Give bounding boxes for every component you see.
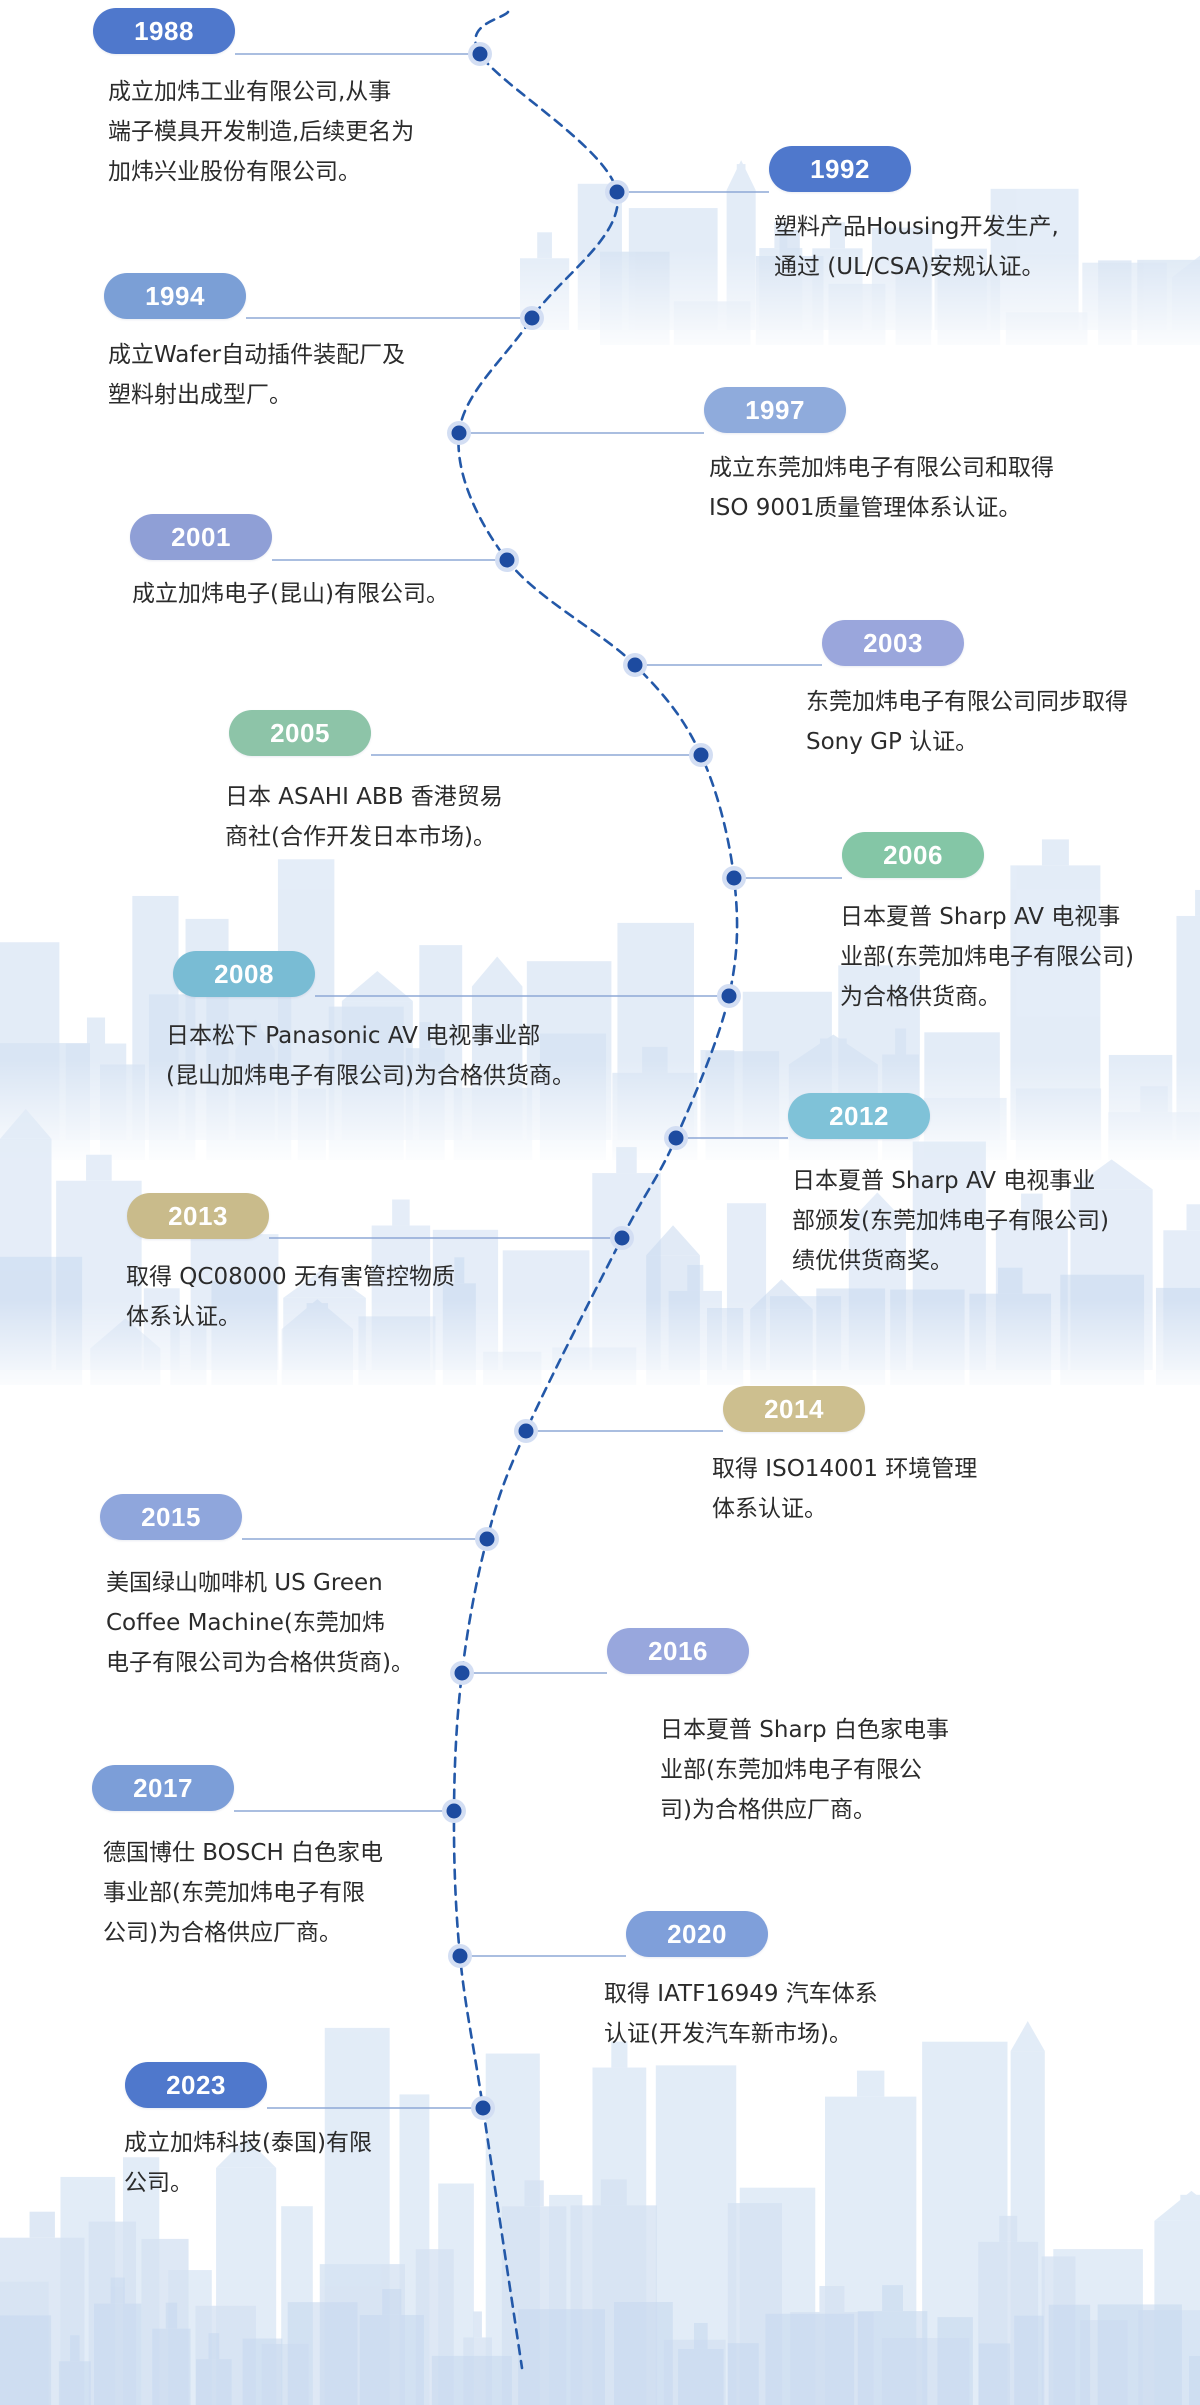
event-description: 成立Wafer自动插件装配厂及 塑料射出成型厂。 <box>108 342 406 408</box>
timeline-dot <box>448 1944 472 1968</box>
year-badge: 2017 <box>92 1765 234 1811</box>
year-badge: 2012 <box>788 1093 930 1139</box>
timeline-dot <box>495 548 519 572</box>
timeline-dashed-line <box>452 10 739 2370</box>
event-description: 成立加炜电子(昆山)有限公司。 <box>132 581 449 607</box>
event-description: 成立东莞加炜电子有限公司和取得 ISO 9001质量管理体系认证。 <box>709 455 1054 521</box>
year-badge: 2013 <box>127 1193 269 1239</box>
year-badge: 2001 <box>130 514 272 560</box>
year-badge: 1994 <box>104 273 246 319</box>
year-badge: 2023 <box>125 2062 267 2108</box>
timeline-dot <box>468 42 492 66</box>
timeline-dot <box>610 1226 634 1250</box>
timeline-dot <box>664 1126 688 1150</box>
timeline-dot <box>514 1419 538 1443</box>
year-badge: 1992 <box>769 146 911 192</box>
event-description: 日本松下 Panasonic AV 电视事业部 (昆山加炜电子有限公司)为合格供… <box>166 1023 575 1089</box>
year-badge: 2003 <box>822 620 964 666</box>
event-description: 取得 ISO14001 环境管理 体系认证。 <box>712 1456 978 1522</box>
timeline-dot <box>717 984 741 1008</box>
timeline-dot <box>605 180 629 204</box>
event-description: 塑料产品Housing开发生产, 通过 (UL/CSA)安规认证。 <box>774 214 1059 280</box>
event-description: 日本夏普 Sharp AV 电视事业 部颁发(东莞加炜电子有限公司) 绩优供货商… <box>792 1168 1109 1274</box>
event-description: 日本 ASAHI ABB 香港贸易 商社(合作开发日本市场)。 <box>225 784 503 850</box>
year-badge: 2006 <box>842 832 984 878</box>
timeline-dot <box>722 866 746 890</box>
timeline-dot <box>442 1799 466 1823</box>
timeline-dot <box>471 2096 495 2120</box>
timeline-dot <box>520 306 544 330</box>
timeline-dot <box>689 743 713 767</box>
timeline-dot <box>450 1661 474 1685</box>
year-badge: 2020 <box>626 1911 768 1957</box>
event-description: 美国绿山咖啡机 US Green Coffee Machine(东莞加炜 电子有… <box>106 1570 414 1676</box>
year-badge: 2016 <box>607 1628 749 1674</box>
event-description: 东莞加炜电子有限公司同步取得 Sony GP 认证。 <box>806 689 1128 755</box>
year-badge: 1997 <box>704 387 846 433</box>
event-description: 日本夏普 Sharp 白色家电事 业部(东莞加炜电子有限公 司)为合格供应厂商。 <box>660 1717 949 1823</box>
year-badge: 2015 <box>100 1494 242 1540</box>
event-description: 成立加炜科技(泰国)有限 公司。 <box>124 2130 372 2196</box>
year-badge: 1988 <box>93 8 235 54</box>
event-description: 德国博仕 BOSCH 白色家电 事业部(东莞加炜电子有限 公司)为合格供应厂商。 <box>103 1840 384 1946</box>
year-badge: 2014 <box>723 1386 865 1432</box>
event-description: 日本夏普 Sharp AV 电视事 业部(东莞加炜电子有限公司) 为合格供货商。 <box>840 904 1134 1010</box>
event-description: 取得 QC08000 无有害管控物质 体系认证。 <box>126 1264 455 1330</box>
timeline-dot <box>447 421 471 445</box>
event-description: 成立加炜工业有限公司,从事 端子模具开发制造,后续更名为 加炜兴业股份有限公司。 <box>108 79 415 185</box>
timeline-dot <box>623 653 647 677</box>
year-badge: 2005 <box>229 710 371 756</box>
timeline-dot <box>475 1527 499 1551</box>
event-description: 取得 IATF16949 汽车体系 认证(开发汽车新市场)。 <box>604 1981 878 2047</box>
year-badge: 2008 <box>173 951 315 997</box>
